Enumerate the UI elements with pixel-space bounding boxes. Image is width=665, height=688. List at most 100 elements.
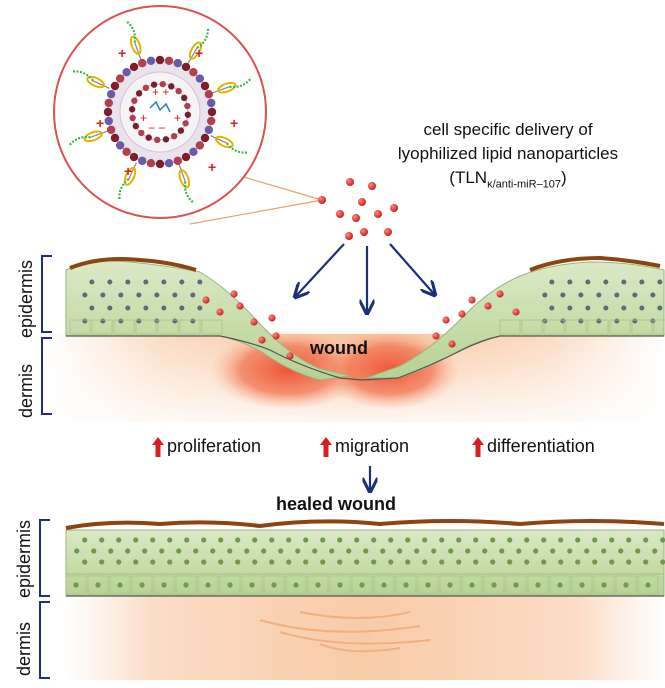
nanoparticle <box>512 308 520 316</box>
cell-nucleus <box>499 548 505 554</box>
cell-nucleus <box>271 582 277 588</box>
basal-cell <box>175 575 197 595</box>
caption-formula: (TLNκ/anti-miR–107) <box>368 166 648 196</box>
svg-text:+: + <box>96 115 104 131</box>
cell-nucleus <box>142 548 148 554</box>
cell-nucleus <box>660 559 665 565</box>
cell-nucleus <box>557 582 563 588</box>
cell-nucleus <box>448 548 454 554</box>
cell-nucleus <box>567 305 573 311</box>
basal-cell <box>653 319 665 335</box>
cell-nucleus <box>592 537 598 543</box>
cell-nucleus <box>560 292 566 298</box>
lipid-head <box>204 90 214 99</box>
up-arrow-icon <box>320 436 332 457</box>
cell-nucleus <box>197 305 203 311</box>
cell-nucleus <box>639 279 645 285</box>
cell-nucleus <box>73 582 79 588</box>
lipid-head <box>182 120 189 127</box>
svg-text:+ +: + + <box>152 85 169 99</box>
svg-text:+: + <box>195 45 203 61</box>
peg-chain <box>126 20 137 43</box>
nanoparticle <box>345 232 353 240</box>
nanoparticle <box>360 228 368 236</box>
delivery-arrows <box>296 243 434 312</box>
cell-nucleus <box>252 537 258 543</box>
cell-nucleus <box>99 537 105 543</box>
cell-nucleus <box>623 582 629 588</box>
nanoparticle <box>286 352 294 360</box>
cell-nucleus <box>660 537 665 543</box>
basal-cell <box>637 575 659 595</box>
cell-nucleus <box>329 548 335 554</box>
basal-cell <box>615 575 637 595</box>
cell-nucleus <box>82 292 88 298</box>
cell-nucleus <box>161 305 167 311</box>
lipid-head <box>106 125 116 134</box>
peg-chain <box>72 70 94 82</box>
cell-nucleus <box>359 582 365 588</box>
cell-nucleus <box>603 305 609 311</box>
cell-nucleus <box>601 582 607 588</box>
nanoparticle <box>216 308 224 316</box>
nanoparticle <box>390 204 398 212</box>
lipid-head <box>154 136 161 144</box>
lipid-head <box>164 159 174 168</box>
cell-nucleus <box>524 537 530 543</box>
cell-nucleus <box>150 559 156 565</box>
basal-cell <box>439 575 461 595</box>
cell-nucleus <box>403 582 409 588</box>
basal-cell <box>241 575 263 595</box>
peg-chain <box>196 28 210 49</box>
cell-nucleus <box>456 537 462 543</box>
basal-cell <box>395 575 417 595</box>
cell-nucleus <box>652 548 658 554</box>
cell-nucleus <box>136 292 142 298</box>
lipid-head <box>128 106 136 113</box>
cell-nucleus <box>524 559 530 565</box>
cell-nucleus <box>133 559 139 565</box>
lipid-head <box>122 67 131 77</box>
process-label: migration <box>335 436 410 456</box>
lipid-head <box>180 94 188 102</box>
lipid-head <box>173 156 182 166</box>
svg-text:+: + <box>230 115 238 131</box>
cell-nucleus <box>439 559 445 565</box>
cell-nucleus <box>639 305 645 311</box>
cell-nucleus <box>201 537 207 543</box>
lipid-head <box>207 116 216 126</box>
basal-cell <box>549 575 571 595</box>
cell-nucleus <box>235 559 241 565</box>
cell-nucleus <box>244 548 250 554</box>
caption-line-2: lyophilized lipid nanoparticles <box>397 144 619 163</box>
cell-nucleus <box>252 559 258 565</box>
cell-nucleus <box>614 318 620 324</box>
lipid-head <box>200 133 210 143</box>
lipid-head <box>146 56 156 65</box>
cell-nucleus <box>118 318 124 324</box>
antibody-loop <box>217 81 237 94</box>
cell-nucleus <box>118 292 124 298</box>
epidermis-label-bottom: epidermis <box>14 519 34 598</box>
basal-cell <box>565 319 587 335</box>
ligand-linker <box>187 47 198 64</box>
cell-nucleus <box>261 548 267 554</box>
cell-nucleus <box>425 582 431 588</box>
cell-nucleus <box>183 582 189 588</box>
ligand-linker <box>178 164 186 182</box>
cell-nucleus <box>632 292 638 298</box>
dermis-label-bottom: dermis <box>14 621 34 676</box>
up-arrow-icon <box>152 436 164 457</box>
basal-cell <box>285 575 307 595</box>
basal-cell <box>65 575 87 595</box>
cell-nucleus <box>560 318 566 324</box>
cell-nucleus <box>363 548 369 554</box>
cell-nucleus <box>397 548 403 554</box>
ligand-linker <box>128 162 137 180</box>
lipid-head <box>170 132 178 140</box>
cell-nucleus <box>82 318 88 324</box>
basal-cell <box>351 575 373 595</box>
cell-nucleus <box>469 582 475 588</box>
basal-cell <box>307 575 329 595</box>
lipid-head <box>115 74 125 83</box>
